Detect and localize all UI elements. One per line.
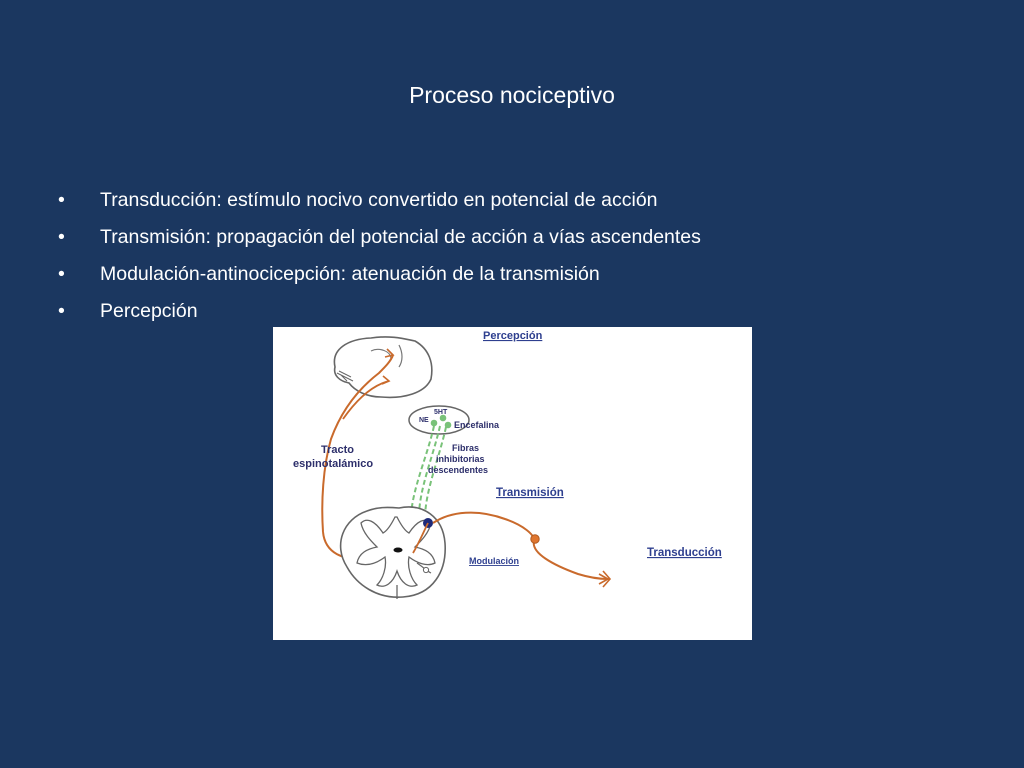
nociceptor-ending	[598, 570, 612, 588]
central-canal	[393, 547, 403, 553]
bullet-item: • Percepción	[58, 295, 701, 332]
tract-arrow-head	[384, 348, 395, 358]
label-ne: NE	[419, 417, 429, 424]
slide-title: Proceso nociceptivo	[409, 82, 615, 108]
modulation-interneuron-terminal	[422, 566, 430, 574]
peripheral-nerve-path	[432, 511, 609, 580]
bullet-dot: •	[58, 189, 65, 211]
label-transduccion: Transducción	[647, 547, 722, 559]
label-fibras-line1: Fibras	[452, 443, 479, 453]
synapse-crossing	[412, 522, 429, 554]
bullet-item: • Transducción: estímulo nocivo converti…	[58, 184, 701, 221]
dorsal-root-ganglion	[530, 534, 540, 544]
spinothalamic-tract-path	[321, 354, 394, 533]
label-tracto-line1: Tracto	[321, 444, 354, 456]
label-modulacion: Modulación	[469, 556, 519, 566]
label-transmision: Transmisión	[496, 487, 564, 499]
label-fibras-line2: inhibitorias	[436, 454, 485, 464]
brain-fold	[370, 344, 403, 368]
bullet-item: • Modulación-antinocicepción: atenuación…	[58, 258, 701, 295]
enkephalin-neuron	[444, 421, 452, 429]
label-sht: 5HT	[434, 409, 448, 416]
brain-outline	[333, 336, 433, 399]
sht-neuron	[439, 414, 447, 422]
label-percepcion: Percepción	[483, 330, 543, 342]
inhibitory-fiber	[424, 426, 447, 520]
bullet-dot: •	[58, 300, 65, 322]
brain-hatch	[336, 370, 354, 382]
bullet-dot: •	[58, 263, 65, 285]
bullet-text-transduccion: Transducción: estímulo nocivo convertido…	[100, 189, 658, 211]
bullet-list: • Transducción: estímulo nocivo converti…	[58, 184, 701, 332]
bullet-text-transmision: Transmisión: propagación del potencial d…	[100, 226, 701, 248]
tract-arrow-head	[381, 375, 391, 385]
ne-neuron	[430, 419, 438, 427]
bullet-text-percepcion: Percepción	[100, 300, 198, 322]
diagram-svg: Percepción NE 5HT Encefalina Tracto espi…	[293, 330, 722, 599]
label-fibras-line3: descendentes	[428, 465, 488, 475]
bullet-dot: •	[58, 226, 65, 248]
label-tracto-line2: espinotalámico	[293, 458, 373, 470]
bullet-text-modulacion: Modulación-antinocicepción: atenuación d…	[100, 263, 600, 285]
label-encefalina: Encefalina	[454, 420, 500, 430]
nociception-diagram: Percepción NE 5HT Encefalina Tracto espi…	[273, 327, 752, 640]
inhibitory-fiber	[418, 425, 441, 518]
bullet-item: • Transmisión: propagación del potencial…	[58, 221, 701, 258]
